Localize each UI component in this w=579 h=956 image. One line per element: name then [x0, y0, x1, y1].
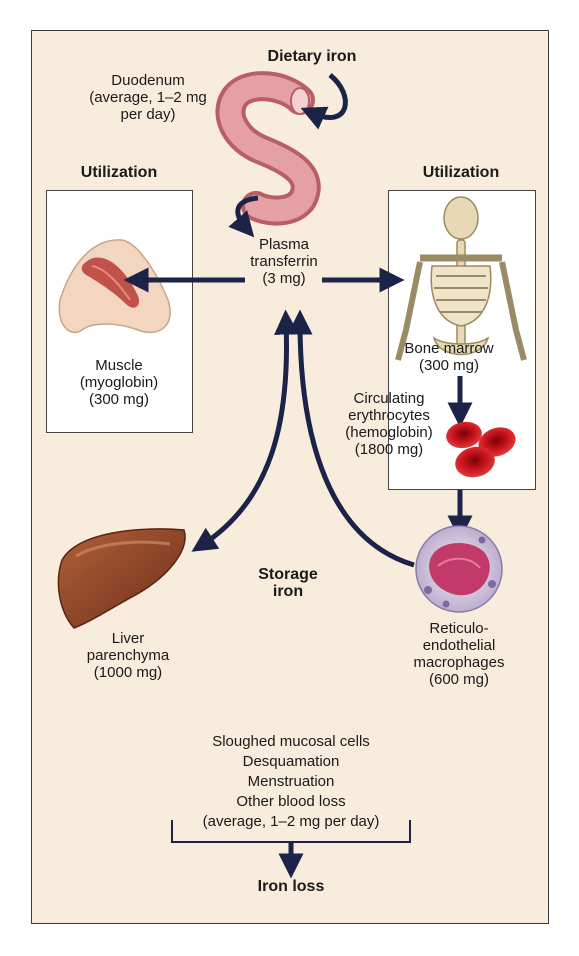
- liver-line: Liver: [111, 630, 145, 647]
- plasma-liver-exchange-arrow: [191, 309, 299, 552]
- macrophages-line: endothelial: [422, 637, 496, 654]
- plasma-line: Plasma: [258, 236, 310, 253]
- skull: [443, 196, 479, 240]
- liver-highlight: [75, 540, 171, 558]
- plasma-transferrin-label: Plasma transferrin (3 mg): [250, 236, 318, 287]
- left-arm-bone: [395, 261, 423, 361]
- erythrocytes-illustration: [446, 421, 516, 478]
- loss-line: (average, 1–2 mg per day): [202, 813, 380, 830]
- muscle-line: Muscle: [95, 357, 143, 374]
- granule: [424, 586, 432, 594]
- macrophages-line: macrophages: [413, 654, 505, 671]
- liver-label: Liver parenchyma (1000 mg): [87, 630, 170, 681]
- red-blood-cell: [455, 446, 495, 478]
- loss-line: Sloughed mucosal cells: [212, 733, 370, 750]
- bone-marrow-line: (300 mg): [418, 357, 480, 374]
- macrophages-to-plasma-arrow: [287, 309, 415, 568]
- macrophage-illustration: [415, 525, 503, 613]
- macrophages-line: (600 mg): [428, 671, 490, 688]
- storage-iron-label: Storage iron: [258, 566, 318, 600]
- iron-losses-label: Sloughed mucosal cells Desquamation Mens…: [203, 732, 380, 832]
- plasma-line: (3 mg): [262, 270, 306, 287]
- macrophage-nucleus: [429, 542, 490, 596]
- loss-line: Menstruation: [247, 773, 335, 790]
- storage-line: iron: [272, 583, 304, 600]
- biceps-fibers: [91, 265, 131, 301]
- granule: [488, 580, 496, 588]
- duodenum-to-plasma-arrow: [228, 195, 259, 238]
- muscle-label: Muscle (myoglobin) (300 mg): [80, 357, 158, 408]
- duodenum-line: (average, 1–2 mg: [89, 89, 207, 106]
- biceps-muscle: [81, 257, 140, 308]
- duodenum-line: Duodenum: [111, 72, 185, 89]
- red-blood-cell: [446, 421, 482, 449]
- iron-loss-label: Iron loss: [257, 878, 325, 895]
- liver-illustration: [57, 528, 186, 629]
- granule: [478, 536, 486, 544]
- muscle-line: (myoglobin): [79, 374, 159, 391]
- loss-line: Desquamation: [242, 753, 340, 770]
- nucleus-texture: [437, 557, 481, 569]
- loss-line: Other blood loss: [236, 793, 346, 810]
- ribs: [434, 275, 488, 313]
- granule: [442, 600, 450, 608]
- liver-line: parenchyma: [86, 647, 170, 664]
- skeleton-illustration: [395, 196, 527, 361]
- erythrocytes-line: Circulating: [353, 390, 425, 407]
- macrophages-line: Reticulo-: [429, 620, 489, 637]
- muscle-illustration: [58, 239, 171, 334]
- erythrocytes-label: Circulating erythrocytes (hemoglobin) (1…: [345, 390, 433, 458]
- duodenum-line: per day): [120, 106, 176, 123]
- utilization-left-label: Utilization: [80, 164, 158, 181]
- plasma-line: transferrin: [250, 253, 318, 270]
- dietary-iron-label: Dietary iron: [267, 48, 357, 65]
- erythrocytes-line: (hemoglobin): [345, 424, 433, 441]
- macrophages-label: Reticulo- endothelial macrophages (600 m…: [414, 620, 505, 688]
- duodenum-tube-highlight: [219, 75, 317, 222]
- right-arm-bone: [499, 261, 527, 361]
- duodenum-label: Duodenum (average, 1–2 mg per day): [89, 72, 207, 123]
- erythrocytes-line: (1800 mg): [354, 441, 424, 458]
- erythrocytes-line: erythrocytes: [348, 407, 430, 424]
- dietary-iron-arrow: [300, 73, 348, 130]
- pelvis: [432, 336, 490, 356]
- muscle-line: (300 mg): [88, 391, 150, 408]
- duodenum-illustration: [215, 71, 321, 226]
- bone-marrow-line: Bone marrow: [404, 340, 494, 357]
- duodenum-opening: [290, 87, 310, 115]
- liver-line: (1000 mg): [93, 664, 163, 681]
- storage-line: Storage: [258, 566, 318, 583]
- bone-marrow-label: Bone marrow (300 mg): [404, 340, 493, 374]
- utilization-right-label: Utilization: [422, 164, 500, 181]
